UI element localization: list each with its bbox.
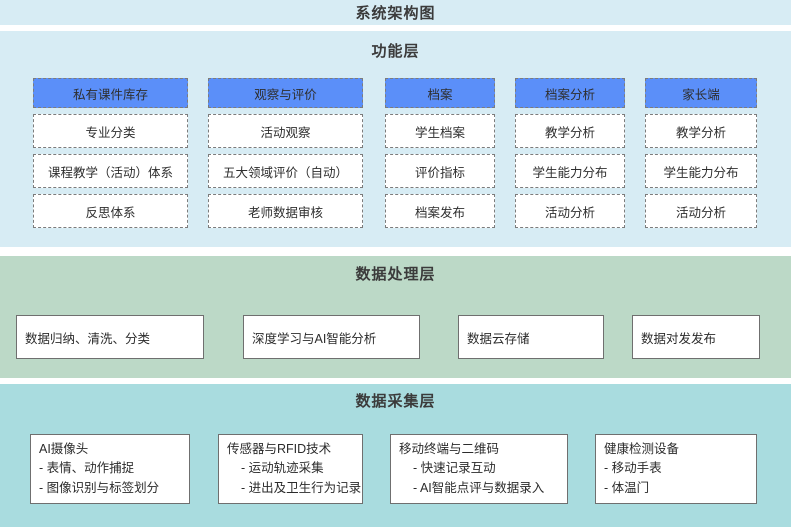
- function-item[interactable]: 档案发布: [385, 194, 495, 228]
- collection-box-sensor-rfid[interactable]: 传感器与RFID技术 - 运动轨迹采集 - 进出及卫生行为记录: [218, 434, 363, 505]
- data-processing-layer: 数据处理层 数据归纳、清洗、分类 深度学习与AI智能分析 数据云存储 数据对发发…: [0, 256, 791, 378]
- collection-box-title: 健康检测设备: [604, 442, 680, 456]
- collection-box-line: - 表情、动作捕捉: [39, 461, 135, 476]
- collection-box-ai-camera[interactable]: AI摄像头 - 表情、动作捕捉 - 图像识别与标签划分: [30, 434, 190, 505]
- function-item[interactable]: 学生能力分布: [645, 154, 757, 188]
- data-processing-layer-heading: 数据处理层: [355, 266, 436, 283]
- function-column-parent-client: 家长端 教学分析 学生能力分布 活动分析: [645, 78, 757, 228]
- processing-box[interactable]: 数据云存储: [458, 315, 604, 359]
- collection-box-line: - AI智能点评与数据录入: [413, 480, 545, 495]
- function-column-header[interactable]: 档案分析: [515, 78, 625, 108]
- collection-box-health-devices[interactable]: 健康检测设备 - 移动手表 - 体温门: [595, 434, 757, 505]
- function-column-observation-evaluation: 观察与评价 活动观察 五大领域评价（自动） 老师数据审核: [208, 78, 363, 228]
- function-item[interactable]: 老师数据审核: [208, 194, 363, 228]
- function-column-archive-analysis: 档案分析 教学分析 学生能力分布 活动分析: [515, 78, 625, 228]
- page-title: 系统架构图: [355, 5, 436, 22]
- function-layer-heading: 功能层: [371, 43, 420, 60]
- function-item[interactable]: 学生能力分布: [515, 154, 625, 188]
- function-item[interactable]: 学生档案: [385, 114, 495, 148]
- function-item[interactable]: 活动分析: [645, 194, 757, 228]
- data-collection-layer-heading: 数据采集层: [355, 393, 436, 410]
- function-column-header[interactable]: 私有课件库存: [33, 78, 188, 108]
- function-item[interactable]: 课程教学（活动）体系: [33, 154, 188, 188]
- function-layer-columns: 私有课件库存 专业分类 课程教学（活动）体系 反思体系 观察与评价 活动观察 五…: [0, 78, 791, 228]
- function-item[interactable]: 活动分析: [515, 194, 625, 228]
- diagram-title-bar: 系统架构图: [0, 0, 791, 25]
- collection-box-line: - 运动轨迹采集: [241, 461, 324, 476]
- function-layer: 功能层 私有课件库存 专业分类 课程教学（活动）体系 反思体系 观察与评价 活动…: [0, 31, 791, 247]
- function-item[interactable]: 教学分析: [515, 114, 625, 148]
- collection-box-line: - 体温门: [604, 480, 650, 495]
- data-collection-layer: 数据采集层 AI摄像头 - 表情、动作捕捉 - 图像识别与标签划分 传感器与RF…: [0, 384, 791, 527]
- collection-box-line: - 进出及卫生行为记录: [241, 480, 362, 495]
- function-column-header[interactable]: 档案: [385, 78, 495, 108]
- processing-box[interactable]: 深度学习与AI智能分析: [243, 315, 420, 359]
- function-item[interactable]: 教学分析: [645, 114, 757, 148]
- processing-box[interactable]: 数据对发发布: [632, 315, 760, 359]
- collection-box-line: - 快速记录互动: [413, 461, 496, 476]
- function-item[interactable]: 反思体系: [33, 194, 188, 228]
- function-item[interactable]: 五大领域评价（自动）: [208, 154, 363, 188]
- collection-box-line: - 移动手表: [604, 461, 662, 476]
- processing-box[interactable]: 数据归纳、清洗、分类: [16, 315, 204, 359]
- function-column-header[interactable]: 家长端: [645, 78, 757, 108]
- function-item[interactable]: 评价指标: [385, 154, 495, 188]
- function-item[interactable]: 活动观察: [208, 114, 363, 148]
- collection-box-title: 移动终端与二维码: [399, 442, 500, 456]
- collection-box-mobile-qrcode[interactable]: 移动终端与二维码 - 快速记录互动 - AI智能点评与数据录入: [390, 434, 568, 505]
- function-column-archive: 档案 学生档案 评价指标 档案发布: [385, 78, 495, 228]
- collection-box-line: - 图像识别与标签划分: [39, 480, 160, 495]
- function-item[interactable]: 专业分类: [33, 114, 188, 148]
- function-column-private-courseware: 私有课件库存 专业分类 课程教学（活动）体系 反思体系: [33, 78, 188, 228]
- collection-box-title: 传感器与RFID技术: [227, 442, 332, 456]
- function-column-header[interactable]: 观察与评价: [208, 78, 363, 108]
- collection-box-title: AI摄像头: [39, 442, 89, 456]
